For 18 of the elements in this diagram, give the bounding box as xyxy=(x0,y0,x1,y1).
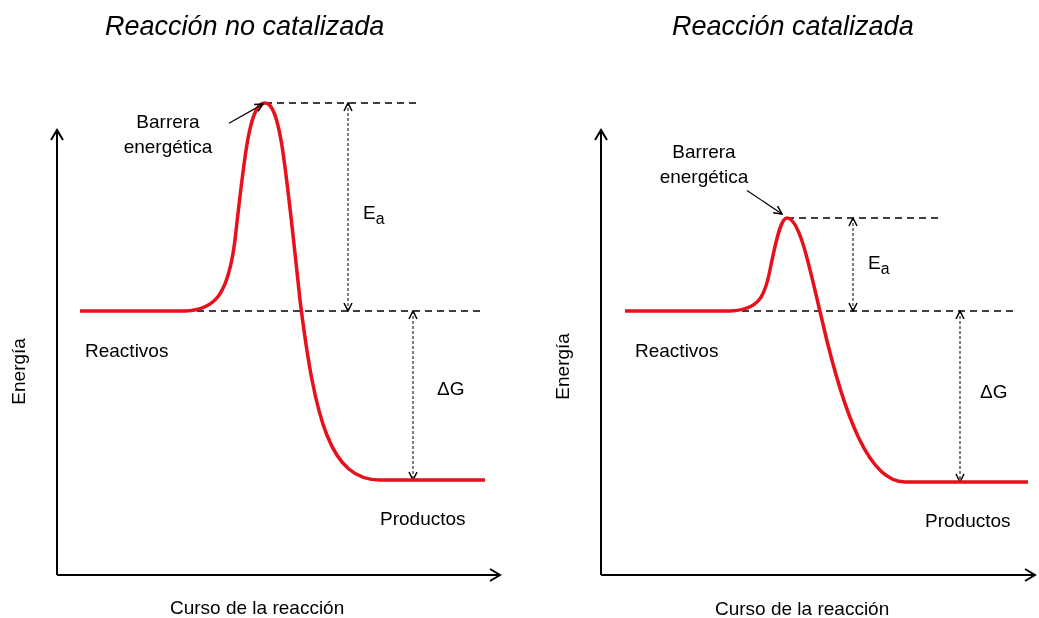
curve-label: Productos xyxy=(925,510,1011,533)
axis-label: Energía xyxy=(7,338,30,405)
curve-label: Reactivos xyxy=(85,340,169,363)
variable-label: E$_{a}$ xyxy=(868,252,890,279)
title: Reacción no catalizada xyxy=(105,10,385,43)
axis-label: Curso de la reacción xyxy=(170,597,345,618)
axis-label: Energía xyxy=(551,333,574,400)
title: Reacción catalizada xyxy=(672,10,914,43)
curve-label: Productos xyxy=(380,508,466,531)
curve-label: Reactivos xyxy=(635,340,719,363)
axis-label: Curso de la reacción xyxy=(715,598,890,618)
leader-line xyxy=(228,103,264,124)
variable-label: ΔG xyxy=(980,381,1008,404)
variable-label: E$_{a}$ xyxy=(363,202,385,229)
annotation-text: Barrera energética xyxy=(644,140,764,190)
variable-label: ΔG xyxy=(437,378,465,401)
annotation-text: Barrera energética xyxy=(108,110,228,160)
leader-line xyxy=(746,189,783,215)
